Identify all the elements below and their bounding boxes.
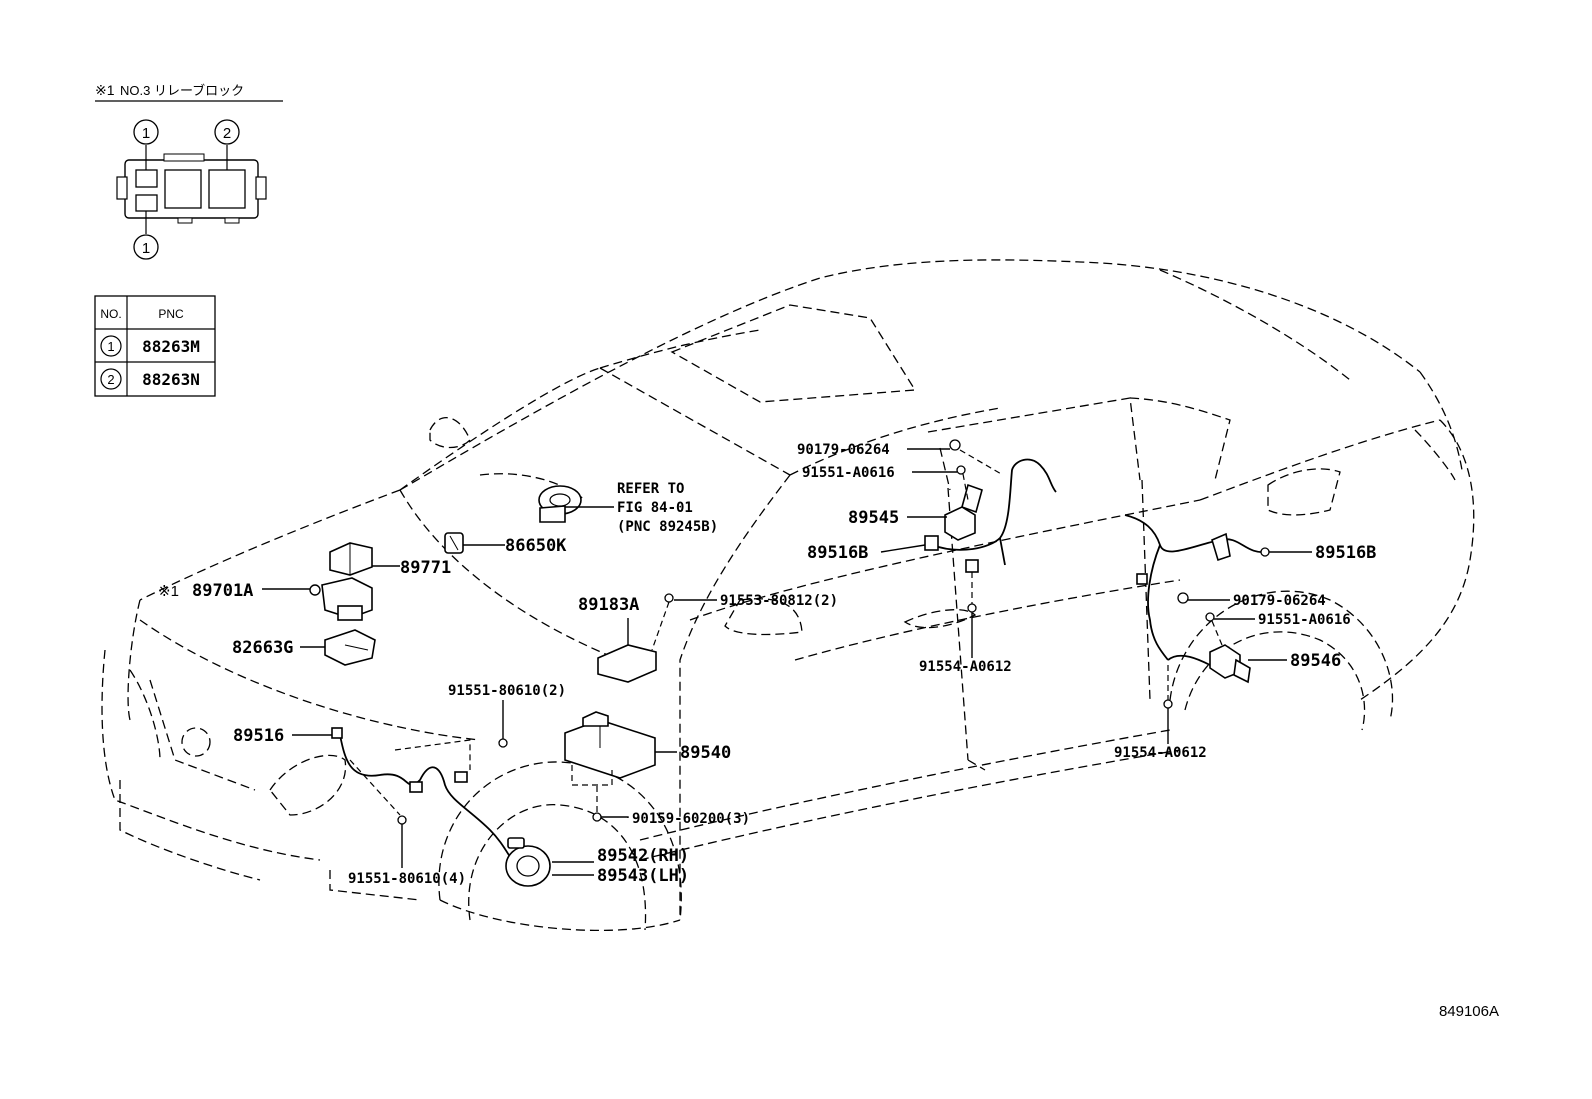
callout-89183A: 89183A — [578, 595, 639, 615]
table-row-2-pnc: 88263N — [142, 370, 200, 389]
relay-marker-1-bottom: 1 — [133, 234, 159, 260]
figure-id: 849106A — [1439, 1003, 1499, 1020]
part-89516B-right — [1124, 514, 1270, 666]
svg-text:1: 1 — [142, 240, 150, 257]
table-row-1-pnc: 88263M — [142, 337, 200, 356]
part-89546 — [1163, 592, 1251, 709]
table-header-no: NO. — [100, 307, 121, 321]
part-89183A — [597, 593, 674, 683]
part-89542-89543 — [505, 837, 551, 887]
refer-line-2: FIG 84-01 — [617, 500, 693, 516]
part-89545 — [944, 439, 1004, 541]
callout-89516B-right: 89516B — [1315, 543, 1376, 563]
part-86650K — [444, 532, 464, 554]
callout-91553-80812: 91553-80812(2) — [720, 593, 838, 609]
callout-89771: 89771 — [400, 558, 451, 578]
relay-marker-2-top: 2 — [214, 119, 240, 145]
callout-82663G: 82663G — [232, 638, 293, 658]
callout-90159-60200: 90159-60200(3) — [632, 811, 750, 827]
pnc-table: NO. PNC 1 88263M 2 88263N — [94, 295, 216, 397]
refer-line-1: REFER TO — [617, 481, 684, 497]
callout-89542: 89542(RH) — [597, 846, 689, 866]
leader-lines — [262, 448, 1312, 876]
callout-91551-A0616-top: 91551-A0616 — [802, 465, 895, 481]
callout-labels: 86650K 89771 ※1 89701A 82663G REFER TO F… — [158, 442, 1376, 887]
callout-89516B-left: 89516B — [807, 543, 868, 563]
refer-line-3: (PNC 89245B) — [617, 519, 718, 535]
callout-91554-A0612-right: 91554-A0612 — [1114, 745, 1207, 761]
table-header-pnc: PNC — [158, 307, 184, 321]
callout-89701A: 89701A — [192, 581, 253, 601]
callout-91551-80610-2: 91551-80610(2) — [448, 683, 566, 699]
callout-91551-A0616-right: 91551-A0616 — [1258, 612, 1351, 628]
callout-89545: 89545 — [848, 508, 899, 528]
callout-89701A-mark: ※1 — [158, 583, 179, 600]
inset-title-mark: ※1 — [95, 82, 115, 98]
inset-title: NO.3 リレーブロック — [120, 83, 244, 98]
callout-90179-06264-right: 90179-06264 — [1233, 593, 1326, 609]
part-89701A — [309, 577, 373, 621]
callout-89546: 89546 — [1290, 651, 1341, 671]
part-steering-sensor — [538, 485, 582, 523]
relay-block-drawing — [116, 145, 267, 234]
callout-91554-A0612-mid: 91554-A0612 — [919, 659, 1012, 675]
svg-text:2: 2 — [223, 125, 231, 142]
part-89516 — [331, 727, 521, 871]
relay-marker-1-top: 1 — [133, 119, 159, 145]
callout-89543: 89543(LH) — [597, 866, 689, 886]
callout-89516: 89516 — [233, 726, 284, 746]
callout-86650K: 86650K — [505, 536, 567, 556]
table-row-1-no: 1 — [107, 339, 114, 354]
callout-89540: 89540 — [680, 743, 731, 763]
svg-text:1: 1 — [142, 125, 150, 142]
table-row-2-no: 2 — [107, 372, 114, 387]
callout-91551-80610-4: 91551-80610(4) — [348, 871, 466, 887]
part-89771 — [329, 542, 373, 576]
callout-90179-06264-top: 90179-06264 — [797, 442, 890, 458]
relay-block-inset: ※1 NO.3 リレーブロック 1 2 — [94, 82, 283, 397]
part-82663G — [324, 629, 376, 666]
part-89516B-left — [924, 458, 1057, 613]
part-89540 — [498, 711, 656, 822]
